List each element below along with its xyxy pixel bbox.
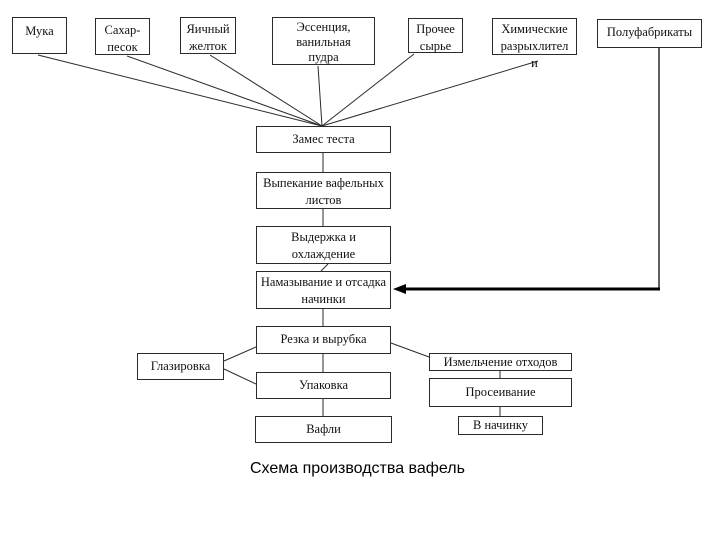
connector-essence-kneading xyxy=(317,65,323,127)
node-semi-finished: Полуфабрикаты xyxy=(597,19,702,48)
connector-cutting-glazing xyxy=(223,346,257,362)
connector-egg-kneading xyxy=(209,54,323,127)
node-sifting: Просеивание xyxy=(429,378,572,407)
arrow-left-icon xyxy=(393,284,406,294)
connector-sugar-kneading xyxy=(126,55,323,127)
connector-cutting-waste xyxy=(390,342,430,358)
node-other-raw: Прочее сырье xyxy=(408,18,463,53)
connector-leavening-kneading xyxy=(321,60,539,127)
node-wafers: Вафли xyxy=(255,416,392,443)
node-flour: Мука xyxy=(12,17,67,54)
node-kneading: Замес теста xyxy=(256,126,391,153)
connector-other-kneading xyxy=(321,53,415,127)
node-sugar: Сахар- песок xyxy=(95,18,150,55)
node-chemical-leavening: Химические разрыхлител и xyxy=(492,18,577,70)
connector-cooling-spreading xyxy=(320,263,329,272)
node-glazing: Глазировка xyxy=(137,353,224,380)
node-spreading-filling: Намазывание и отсадка начинки xyxy=(256,271,391,309)
diagram-caption: Схема производства вафель xyxy=(250,460,465,477)
node-packing: Упаковка xyxy=(256,372,391,399)
node-into-filling: В начинку xyxy=(458,416,543,435)
connector-flour-kneading xyxy=(37,54,323,127)
connector-glazing-packing xyxy=(223,368,257,385)
node-waste-grinding: Измельчение отходов xyxy=(429,353,572,371)
node-essence: Эссенция, ванильная пудра xyxy=(272,17,375,65)
node-egg-yolk: Яичный желток xyxy=(180,17,236,54)
node-cutting: Резка и вырубка xyxy=(256,326,391,354)
node-baking: Выпекание вафельных листов xyxy=(256,172,391,209)
node-cooling: Выдержка и охлаждение xyxy=(256,226,391,264)
